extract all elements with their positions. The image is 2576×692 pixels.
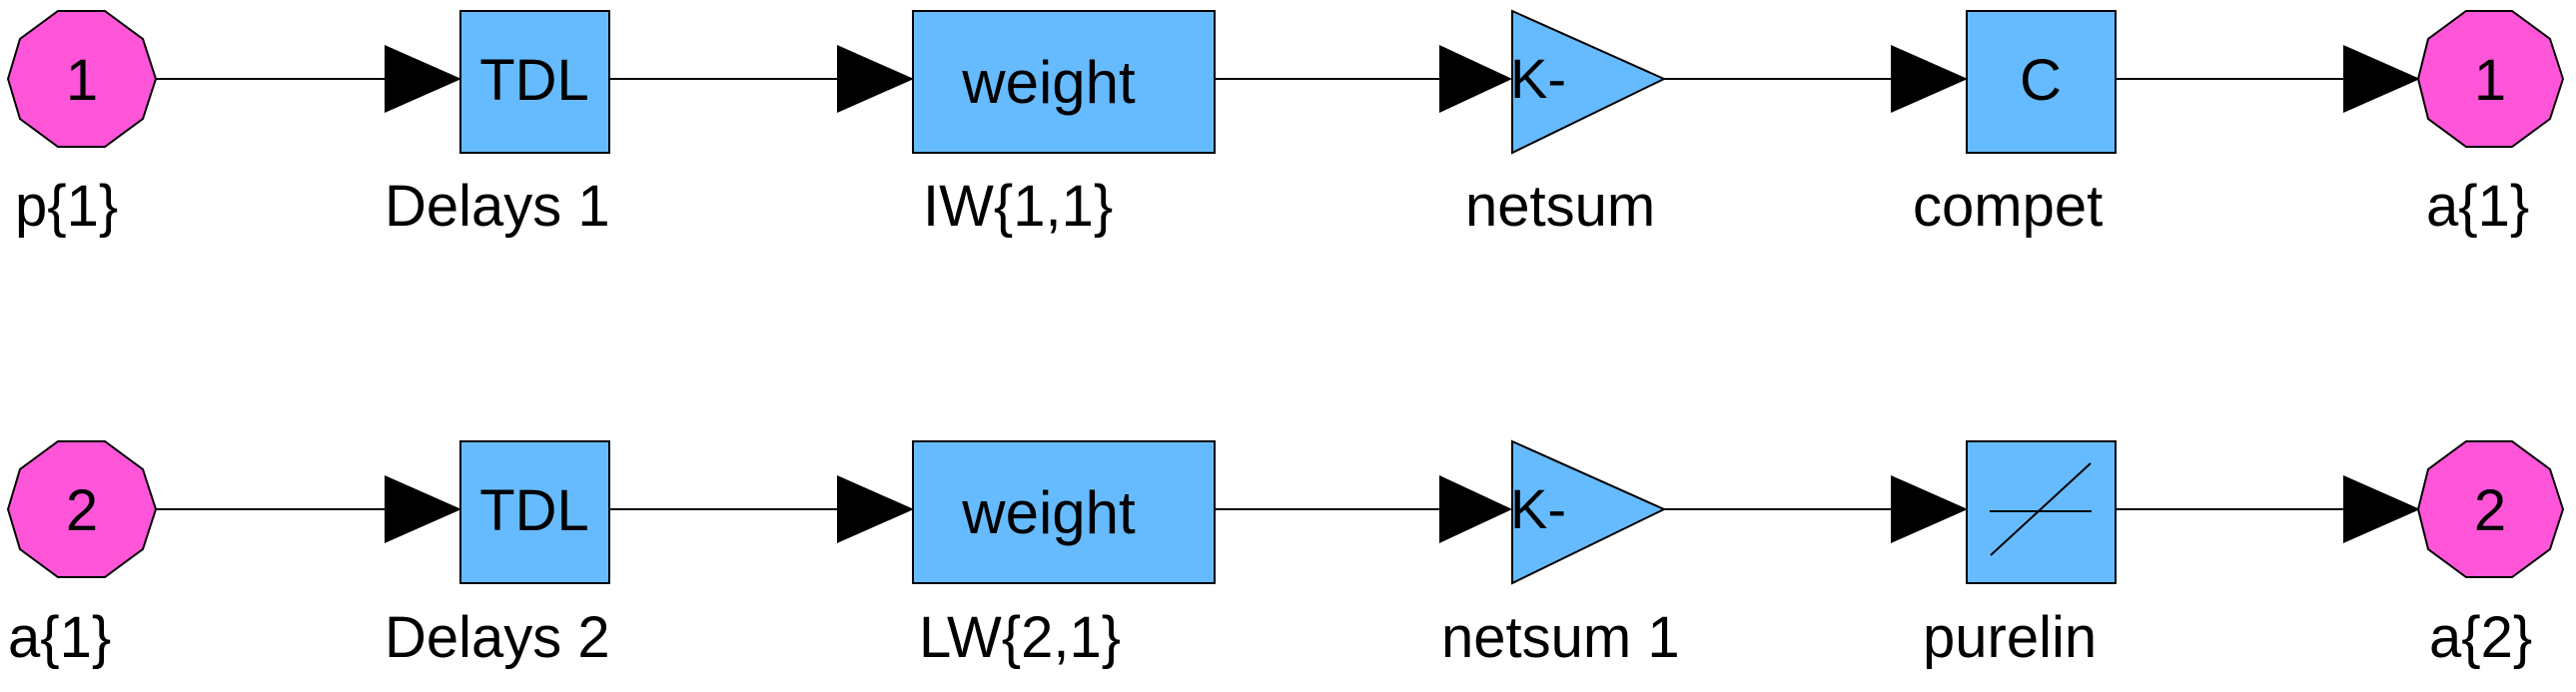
weight-text: weight	[961, 49, 1136, 116]
transfer-label: purelin	[1923, 605, 2097, 670]
inport-label: p{1}	[15, 174, 118, 239]
arrowhead-icon	[1439, 45, 1512, 113]
weight-block[interactable]	[912, 440, 1216, 584]
arrowhead-icon	[2343, 45, 2420, 113]
gain-label: netsum 1	[1441, 605, 1680, 670]
gain-block[interactable]	[1511, 9, 1667, 155]
inport-number: 2	[66, 478, 98, 543]
outport-block[interactable]	[2416, 10, 2565, 148]
compet-c-icon: C	[2020, 48, 2062, 113]
arrowhead-icon	[837, 475, 914, 543]
gain-text: K-	[1510, 47, 1566, 110]
weight-label: LW{2,1}	[919, 605, 1121, 670]
tdl-label: Delays 1	[385, 174, 610, 239]
outport-label: a{1}	[2426, 174, 2529, 239]
gain-text: K-	[1510, 477, 1566, 540]
linear-slope-icon	[1990, 462, 2092, 556]
outport-label: a{2}	[2429, 605, 2532, 670]
tdl-text: TDL	[479, 478, 589, 543]
gain-label: netsum	[1465, 174, 1655, 239]
tdl-block[interactable]	[459, 440, 610, 584]
arrowhead-icon	[2343, 475, 2420, 543]
arrowhead-icon	[385, 45, 461, 113]
inport-label: a{1}	[8, 605, 111, 670]
outport-block[interactable]	[2416, 440, 2565, 578]
weight-label: IW{1,1}	[923, 174, 1113, 239]
tdl-text: TDL	[479, 48, 589, 113]
arrowhead-icon	[1891, 475, 1968, 543]
row-2: 2 a{1} TDL Delays 2 weight LW{2,1} K- ne…	[6, 439, 2565, 670]
arrowhead-icon	[385, 475, 461, 543]
tdl-block[interactable]	[459, 10, 610, 154]
row-1: 1 p{1} TDL Delays 1 weight IW{1,1} K- ne…	[6, 9, 2565, 239]
transfer-function-block[interactable]	[1966, 10, 2117, 154]
outport-number: 1	[2474, 48, 2506, 113]
inport-block[interactable]	[6, 440, 158, 578]
inport-block[interactable]	[6, 10, 158, 148]
transfer-label: compet	[1913, 174, 2103, 239]
outport-number: 2	[2474, 478, 2506, 543]
inport-number: 1	[66, 48, 98, 113]
weight-block[interactable]	[912, 10, 1216, 154]
arrowhead-icon	[1891, 45, 1968, 113]
gain-block[interactable]	[1511, 439, 1667, 585]
weight-text: weight	[961, 479, 1136, 546]
arrowhead-icon	[837, 45, 914, 113]
tdl-label: Delays 2	[385, 605, 610, 670]
arrowhead-icon	[1439, 475, 1512, 543]
